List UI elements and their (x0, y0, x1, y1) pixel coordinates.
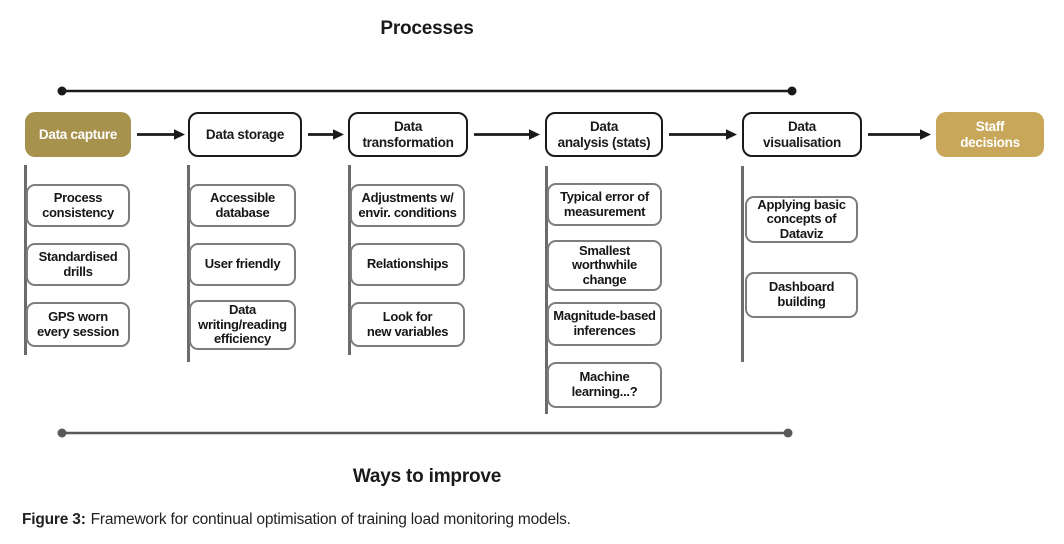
improvement-item: Typical error of measurement (547, 183, 662, 226)
figure-caption: Figure 3:Framework for continual optimis… (22, 511, 571, 529)
flow-arrow-5 (868, 129, 931, 140)
improvement-item: Look for new variables (350, 302, 465, 347)
timeline-endpoint-dot (57, 428, 67, 438)
timeline-endpoint-dot (787, 86, 797, 96)
improvement-item: User friendly (189, 243, 296, 286)
flow-arrow-1 (137, 129, 185, 140)
node-staff-decisions: Staff decisions (936, 112, 1044, 157)
node-data-capture: Data capture (25, 112, 131, 157)
improvement-item: Magnitude-based inferences (547, 302, 662, 346)
improvement-item: Data writing/reading efficiency (189, 300, 296, 350)
column-line (741, 166, 744, 362)
ways-to-improve-timeline (57, 428, 793, 438)
improvement-item: Standardised drills (26, 243, 130, 286)
figure-caption-text: Framework for continual optimisation of … (90, 511, 571, 528)
node-data-analysis: Data analysis (stats) (545, 112, 663, 157)
column-line (348, 165, 351, 355)
node-data-visualisation: Data visualisation (742, 112, 862, 157)
node-data-transformation: Data transformation (348, 112, 468, 157)
flow-arrow-2 (308, 129, 344, 140)
improvement-item: Adjustments w/ envir. conditions (350, 184, 465, 227)
column-line (24, 165, 27, 355)
column-line (545, 166, 548, 414)
node-data-storage: Data storage (188, 112, 302, 157)
ways-to-improve-title: Ways to improve (352, 466, 502, 487)
flow-arrow-3 (474, 129, 540, 140)
figure-caption-label: Figure 3: (22, 511, 86, 528)
timeline-endpoint-dot (783, 428, 793, 438)
processes-timeline (57, 86, 797, 96)
processes-title: Processes (380, 18, 474, 39)
flow-arrow-4 (669, 129, 737, 140)
improvement-item: Machine learning...? (547, 362, 662, 408)
improvement-item: Process consistency (26, 184, 130, 227)
column-line (187, 165, 190, 362)
improvement-item: Accessible database (189, 184, 296, 227)
improvement-item: Applying basic concepts of Dataviz (745, 196, 858, 243)
improvement-item: Smallest worthwhile change (547, 240, 662, 291)
improvement-item: Relationships (350, 243, 465, 286)
improvement-item: GPS worn every session (26, 302, 130, 347)
improvement-item: Dashboard building (745, 272, 858, 318)
timeline-endpoint-dot (57, 86, 67, 96)
